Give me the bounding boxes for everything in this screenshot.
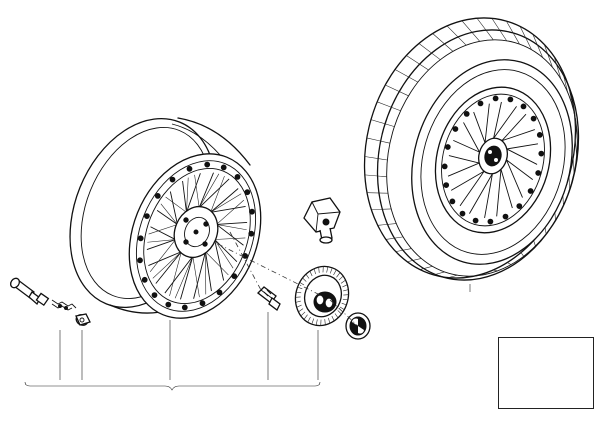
wheel-spokes (447, 101, 539, 219)
balance-weight-drawing[interactable] (51, 299, 91, 327)
lock-nut-drawing[interactable] (303, 197, 341, 244)
assembly-lines (217, 231, 359, 327)
wheel-bolt-drawing[interactable] (257, 286, 281, 311)
hub-cap-teeth (295, 266, 349, 326)
callout-leaders (24, 284, 471, 391)
rim-drawing[interactable] (43, 97, 284, 338)
complete-wheel-drawing[interactable] (335, 0, 600, 304)
vehicle-location-inset (498, 337, 594, 409)
rim-bolt-ring (137, 161, 255, 311)
wheel-bolt-ring (441, 95, 545, 225)
tire-valve-drawing[interactable] (9, 277, 50, 307)
rim-spokes (146, 172, 248, 300)
